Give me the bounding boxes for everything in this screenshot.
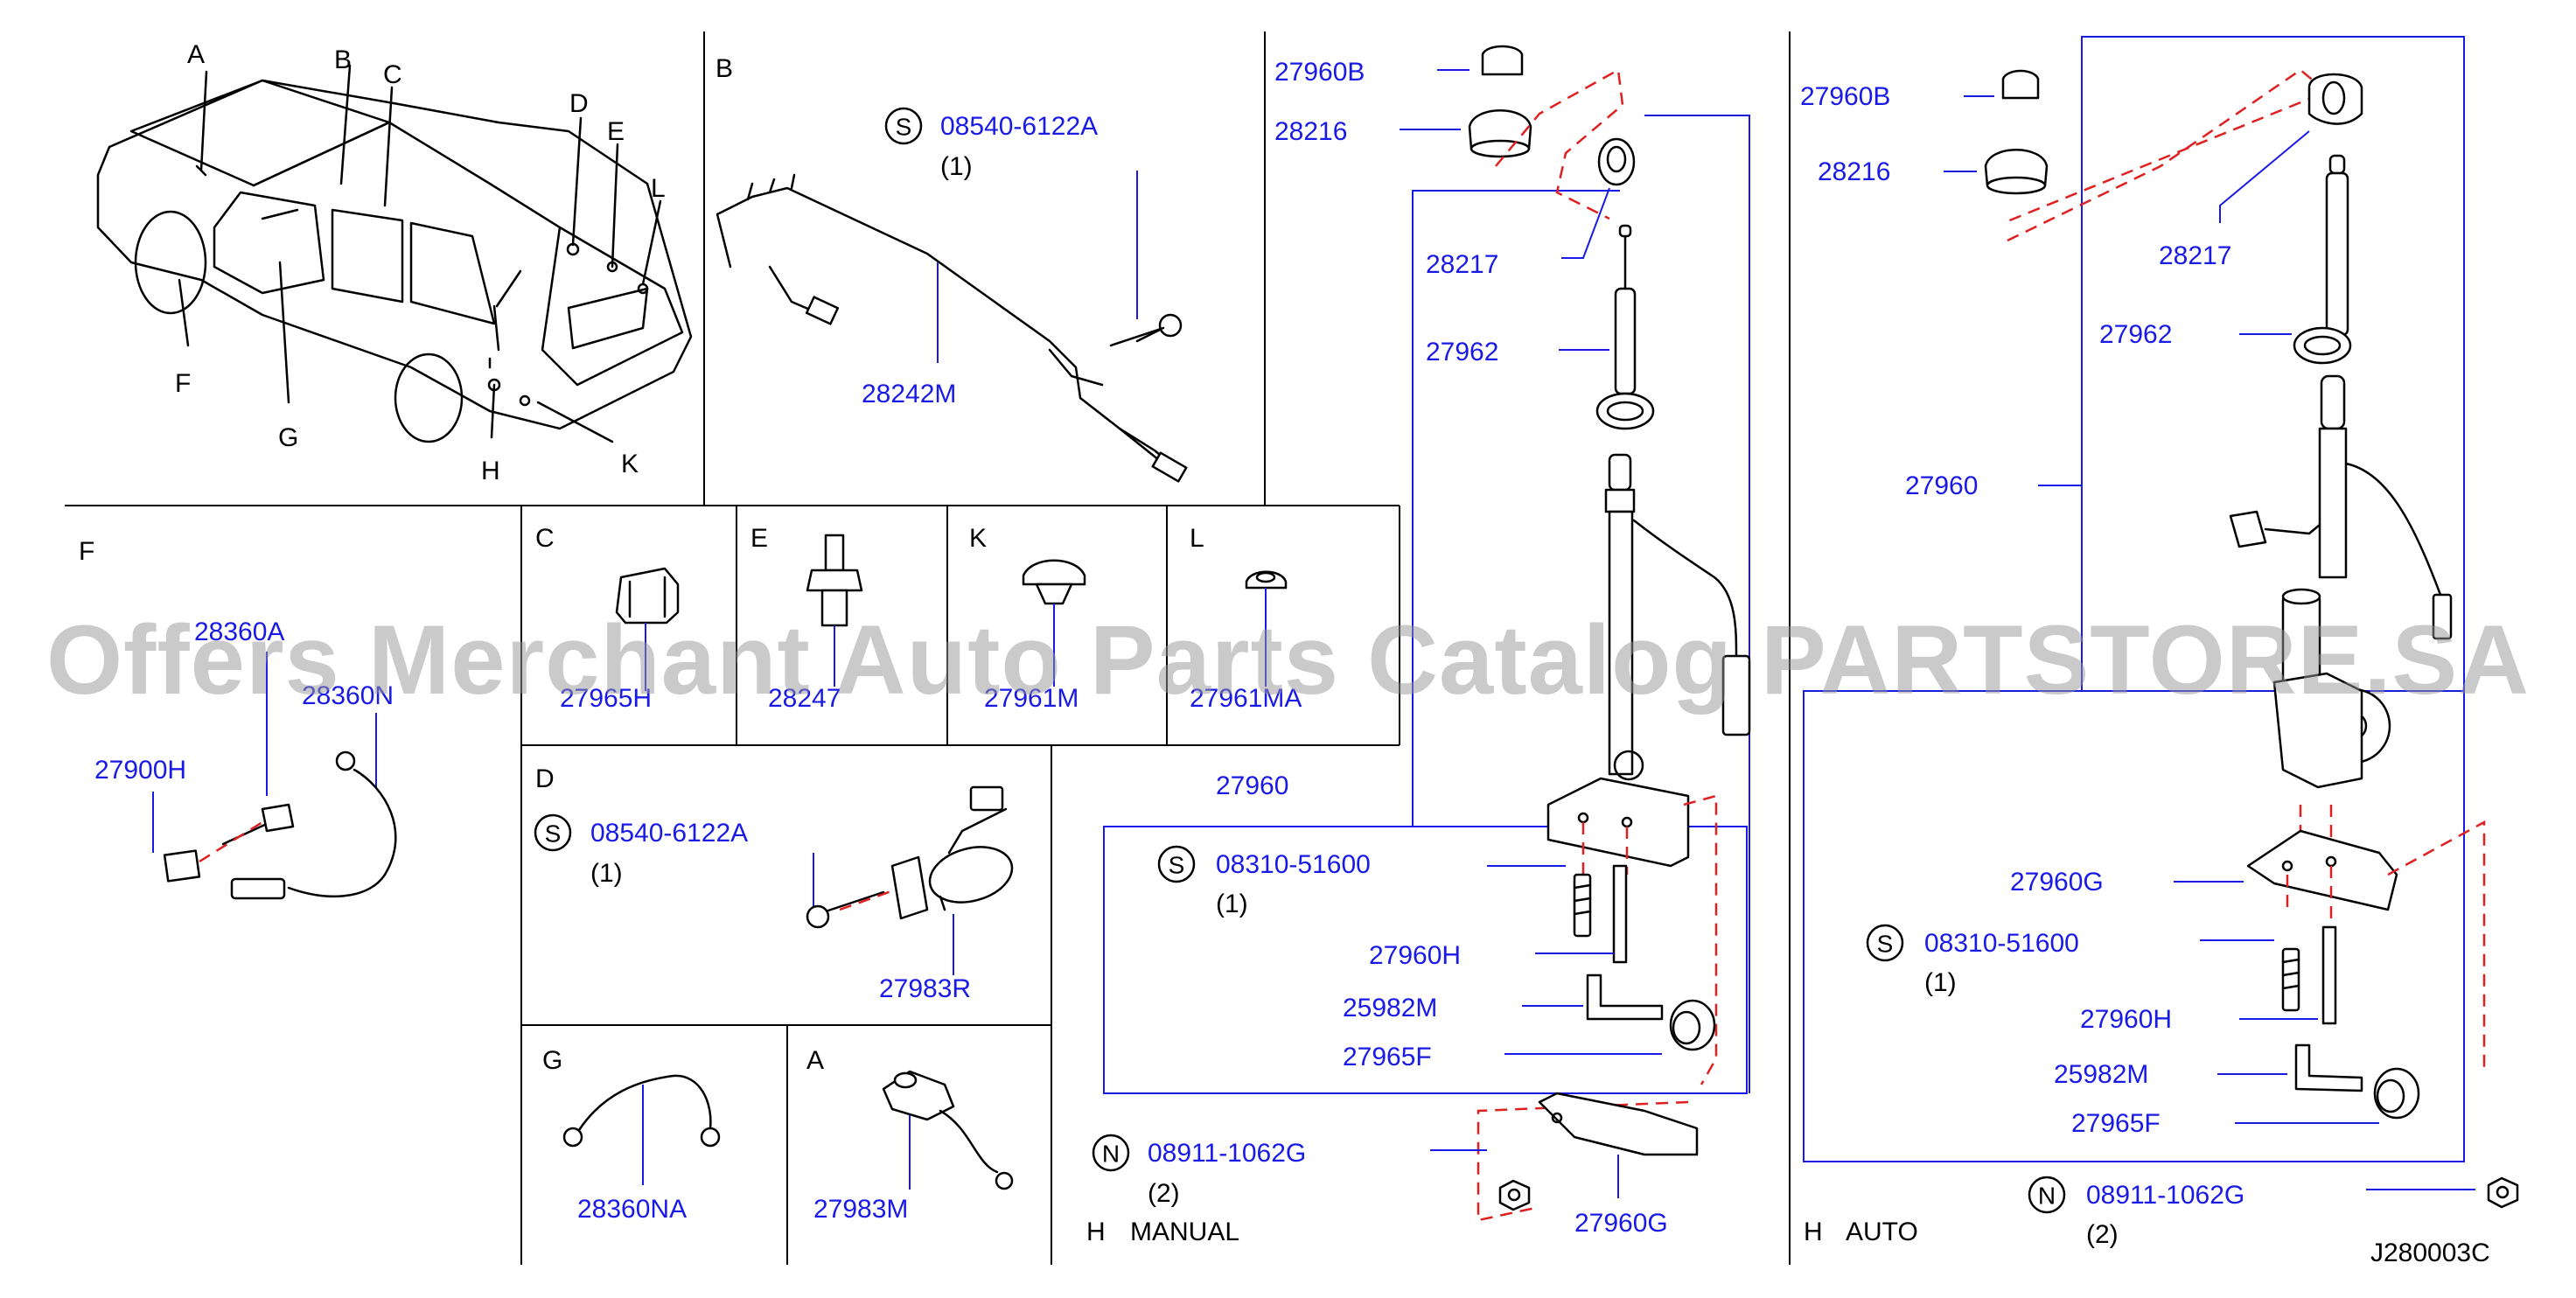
overview-letter-l: L: [651, 174, 666, 203]
section-f-part-28360n: 28360N: [302, 681, 394, 710]
manual-part-27962: 27962: [1426, 338, 1498, 366]
auto-title: AUTO: [1846, 1218, 1918, 1246]
section-b-part: 28242M: [862, 380, 956, 408]
manual-part-27965f: 27965F: [1343, 1043, 1432, 1071]
section-g-part: 28360NA: [577, 1195, 687, 1224]
section-d-label: D: [535, 764, 555, 793]
section-c: C 27965H: [535, 524, 680, 713]
manual-nut-symbol: N: [1102, 1141, 1120, 1168]
section-a: A 27983M: [806, 1046, 1014, 1224]
section-d-screw-qty: (1): [590, 859, 623, 888]
auto-part-28216: 28216: [1818, 157, 1890, 186]
manual-part-27960: 27960: [1216, 771, 1288, 800]
overview-letter-d: D: [569, 89, 589, 118]
section-l-part: 27961MA: [1190, 684, 1302, 713]
auto-part-27960g: 27960G: [2010, 868, 2104, 897]
manual-title-letter: H: [1086, 1218, 1106, 1246]
auto-part-27960: 27960: [1905, 471, 1978, 500]
manual-part-28216: 28216: [1274, 117, 1347, 146]
auto-part-27965f: 27965F: [2071, 1109, 2161, 1138]
section-e-part: 28247: [768, 684, 841, 713]
overview-letter-g: G: [278, 423, 298, 452]
manual-part-25982m: 25982M: [1343, 994, 1437, 1022]
auto-title-letter: H: [1804, 1218, 1823, 1246]
section-e: E 28247: [750, 524, 863, 713]
section-f-part-27900h: 27900H: [94, 756, 186, 785]
section-b-screw-part: 08540-6122A: [940, 112, 1098, 141]
section-l-label: L: [1190, 524, 1204, 553]
overview-letter-c: C: [383, 60, 402, 89]
manual-nut-part: 08911-1062G: [1148, 1139, 1306, 1168]
car-overview: A B C D E L F G H K: [96, 40, 693, 485]
auto-nut-qty: (2): [2086, 1220, 2119, 1249]
section-d-part: 27983R: [879, 974, 971, 1003]
auto-nut-part: 08911-1062G: [2086, 1181, 2244, 1210]
section-g: G 28360NA: [542, 1046, 721, 1224]
section-d-screw-symbol: S: [545, 820, 562, 848]
manual-screw-part: 08310-51600: [1216, 850, 1371, 879]
section-d-screw-part: 08540-6122A: [590, 819, 748, 848]
section-k: K 27961M: [969, 524, 1086, 713]
section-e-label: E: [750, 524, 768, 553]
auto-screw-qty: (1): [1924, 968, 1957, 997]
section-b-screw-qty: (1): [940, 152, 973, 181]
auto-screw-symbol: S: [1877, 931, 1894, 958]
section-c-part: 27965H: [560, 684, 652, 713]
diagram-id: J280003C: [2370, 1239, 2490, 1267]
section-k-part: 27961M: [984, 684, 1079, 713]
section-g-label: G: [542, 1046, 562, 1075]
section-b: B S 08540-6122A (1) 28242M: [716, 54, 1188, 483]
section-b-screw-symbol: S: [896, 114, 912, 141]
manual-part-27960b: 27960B: [1274, 58, 1365, 87]
manual-part-27960h: 27960H: [1369, 941, 1461, 970]
section-a-part: 27983M: [813, 1195, 908, 1224]
section-b-label: B: [716, 54, 733, 83]
manual-screw-qty: (1): [1216, 890, 1248, 918]
section-f-part-28360a: 28360A: [194, 618, 284, 646]
overview-letter-h: H: [481, 457, 500, 485]
overview-letter-e: E: [607, 117, 625, 146]
section-f: F 28360A 28360N 27900H: [79, 537, 397, 900]
auto-part-27960h: 27960H: [2080, 1005, 2172, 1034]
section-f-label: F: [79, 537, 94, 566]
overview-letter-b: B: [334, 45, 352, 74]
auto-part-27962: 27962: [2099, 320, 2172, 349]
panel-grid: [65, 31, 1791, 1265]
auto-nut-symbol: N: [2038, 1183, 2056, 1210]
section-h-auto: 27960B 28216 28217 27962 2796: [1800, 36, 2519, 1249]
section-d: D S 08540-6122A (1) 27983R: [534, 764, 1014, 1003]
manual-part-27960g: 27960G: [1574, 1209, 1668, 1238]
auto-part-25982m: 25982M: [2054, 1060, 2148, 1089]
section-c-label: C: [535, 524, 555, 553]
section-a-label: A: [806, 1046, 824, 1075]
manual-screw-symbol: S: [1169, 852, 1185, 879]
auto-screw-part: 08310-51600: [1924, 929, 2079, 958]
manual-part-28217: 28217: [1426, 250, 1498, 279]
section-l: L 27961MA: [1190, 524, 1302, 713]
overview-letter-k: K: [621, 450, 639, 478]
auto-part-28217: 28217: [2159, 241, 2231, 270]
auto-part-27960b: 27960B: [1800, 82, 1890, 111]
section-h-manual: 27960B 28216 28217 27962 27960 S 08310-5…: [1086, 45, 1751, 1246]
overview-letter-a: A: [187, 40, 205, 69]
section-k-label: K: [969, 524, 987, 553]
manual-title: MANUAL: [1130, 1218, 1239, 1246]
overview-letter-f: F: [175, 369, 191, 398]
manual-nut-qty: (2): [1148, 1179, 1180, 1208]
